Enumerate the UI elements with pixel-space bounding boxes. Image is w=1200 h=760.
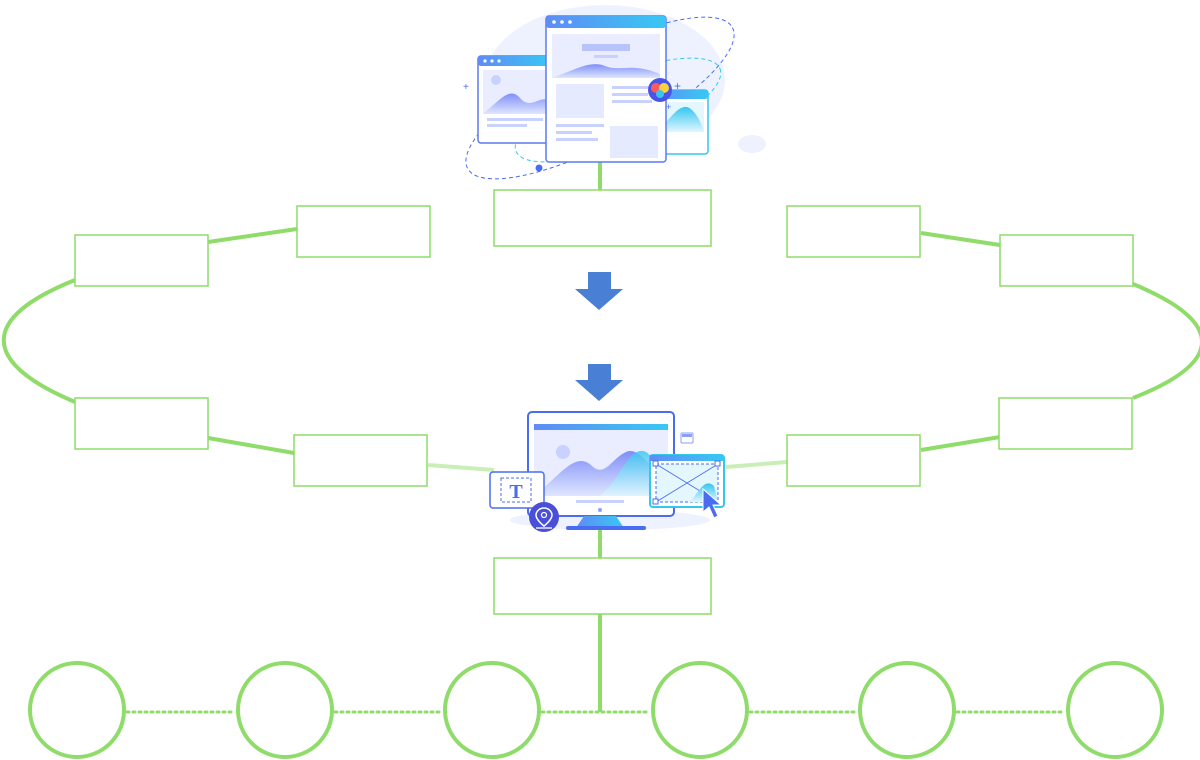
right-node-top-inner <box>786 205 921 258</box>
circle-node-shape <box>651 661 749 759</box>
connector-right-top <box>920 231 1001 247</box>
svg-text:+: + <box>463 82 469 93</box>
right-node-bottom-outer <box>998 397 1133 450</box>
connector-right-bottom <box>920 435 1001 452</box>
right-node-bottom-inner <box>786 434 921 487</box>
desktop-monitor-design-icon: T <box>489 411 725 532</box>
circle-node-shape <box>236 661 334 759</box>
connector-left-arc <box>1 278 76 404</box>
flow-arrow-1 <box>575 272 623 310</box>
circle-node-4 <box>651 661 749 759</box>
circle-node-shape <box>443 661 541 759</box>
circle-node-shape <box>858 661 956 759</box>
connector-left-top <box>207 227 298 244</box>
svg-text:+: + <box>666 102 671 112</box>
left-node-bottom-inner <box>293 434 428 487</box>
circle-row <box>28 661 1164 759</box>
multi-browser-windows-icon: + + + <box>463 5 766 180</box>
circle-node-1 <box>28 661 126 759</box>
circle-node-shape <box>1066 661 1164 759</box>
right-node-top-outer <box>999 234 1134 287</box>
top-label-box <box>493 189 712 247</box>
circle-node-2 <box>236 661 334 759</box>
circle-node-shape <box>28 661 126 759</box>
circle-node-3 <box>443 661 541 759</box>
circle-node-6 <box>1066 661 1164 759</box>
svg-text:+: + <box>674 79 681 93</box>
left-node-top-inner <box>296 205 431 258</box>
connector-left-to-center <box>427 463 495 472</box>
bottom-label-box <box>493 557 712 615</box>
connector-left-bottom <box>207 436 295 455</box>
text-tool-badge: T <box>509 481 523 503</box>
left-node-bottom-outer <box>74 397 209 450</box>
connector-lines <box>1 160 1200 714</box>
connector-right-arc <box>1132 282 1200 400</box>
flow-arrow-2 <box>575 364 623 401</box>
left-node-top-outer <box>74 234 209 287</box>
circle-node-5 <box>858 661 956 759</box>
connector-right-to-center <box>725 460 788 469</box>
